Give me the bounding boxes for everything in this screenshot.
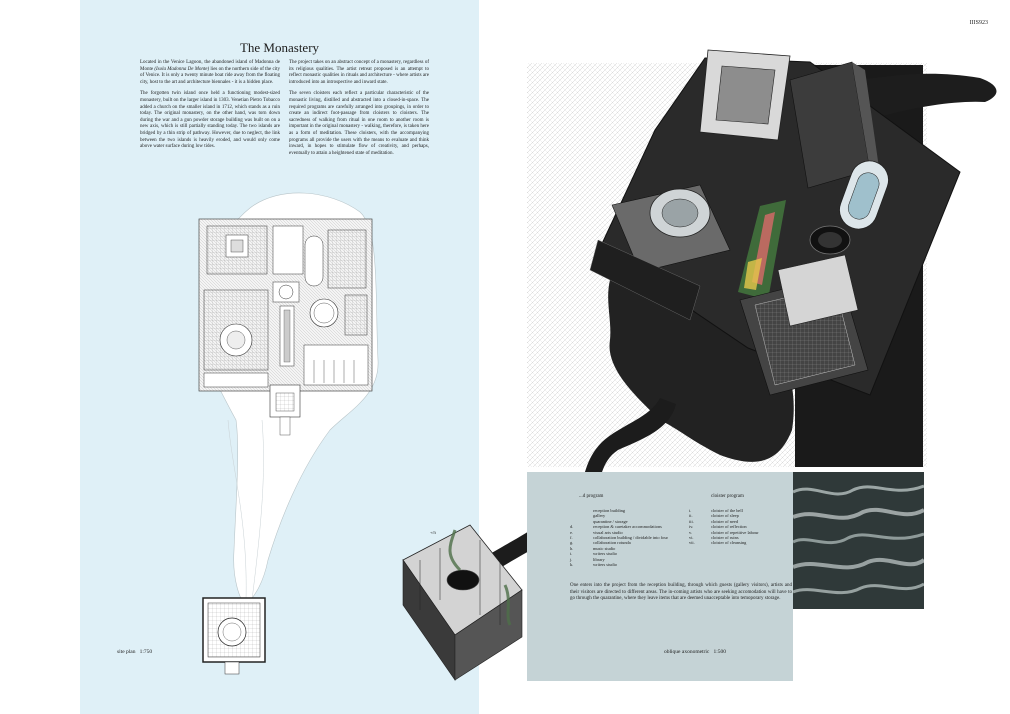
cloister-program-item: cloister of cleansing	[711, 540, 747, 546]
cloister-program-item: cloister of ruins	[711, 535, 739, 540]
north-marker: +/ft	[430, 530, 436, 535]
cloister-program-key: i.	[689, 508, 692, 513]
intro-column-right: The project takes on an abstract concept…	[289, 60, 429, 162]
axonometric-label: oblique axonometric 1:500	[664, 649, 727, 655]
page-title: The Monastery	[239, 40, 320, 55]
cloister-program-item: cloister of the bell	[711, 508, 743, 513]
cloister-program-key: ii.	[689, 513, 693, 519]
building-program-item: writers studio	[593, 551, 618, 557]
building-program-item: visual arts studio	[593, 529, 623, 535]
sheet-code: IIIS923	[969, 20, 988, 26]
building-program-item: music studio	[593, 545, 616, 551]
building-program-key: i.	[570, 551, 573, 557]
cloister-program-item: cloister of need	[711, 518, 739, 524]
building-program-key: g.	[570, 540, 574, 546]
cloister-program-key: vii.	[689, 540, 695, 546]
water-photo-image	[793, 472, 924, 609]
intro-paragraph: The forgotten twin island once held a fu…	[140, 91, 280, 150]
building-program-item: reception & caretaker accommodations	[593, 524, 662, 530]
building-program-item: gallery	[593, 513, 606, 519]
building-program-item: reception building	[593, 508, 626, 513]
cloister-program-item: cloister of repetitive labour	[711, 529, 759, 535]
building-program-item: collaboration rotunda	[593, 540, 631, 546]
building-program-item: library	[593, 556, 605, 562]
cloister-program-key: vi.	[689, 535, 694, 540]
cloister-program-key: iv.	[689, 524, 694, 530]
intro-paragraph: The project takes on an abstract concept…	[289, 60, 429, 85]
building-program-item: quarantine / storage	[593, 518, 628, 524]
cloister-program-key: iii.	[689, 518, 694, 524]
intro-paragraph: The seven cloisters each reflect a parti…	[289, 91, 429, 156]
building-program-key: f.	[570, 535, 573, 540]
legend-right-header: cloister program	[711, 494, 744, 499]
legend-left-header: ...d program	[579, 494, 604, 499]
building-program-item: collaboration building / dividable into …	[593, 535, 668, 540]
cloister-program-key: v.	[689, 529, 693, 535]
intro-column-left: Located in the Venice Lagoon, the abando…	[140, 60, 280, 156]
building-program-key: k.	[570, 562, 574, 567]
program-legend: ...d program cloister program reception …	[527, 472, 793, 681]
site-plan-label: site plan 1:750	[117, 649, 153, 655]
water-photo	[793, 472, 924, 609]
cloister-program-item: cloister of sleep	[711, 513, 739, 519]
building-program-item: writers studio	[593, 562, 618, 567]
intro-paragraph: Located in the Venice Lagoon, the abando…	[140, 60, 280, 85]
building-program-key: h.	[570, 545, 574, 551]
cloister-program-item: cloister of reflection	[711, 524, 747, 530]
building-program-key: j.	[570, 556, 573, 562]
legend-paragraph: One enters into the project from the rec…	[570, 583, 792, 602]
building-program-key: d.	[570, 524, 574, 530]
building-program-key: e.	[570, 529, 574, 535]
